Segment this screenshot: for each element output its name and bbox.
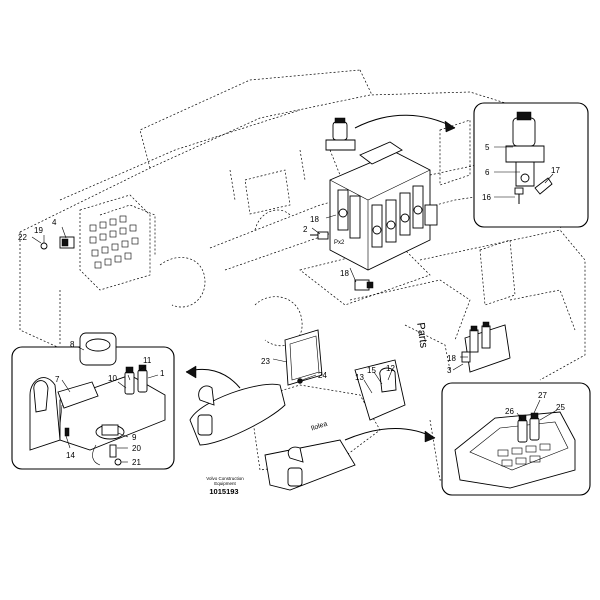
- part-number-7: 7: [55, 375, 60, 384]
- part-number-12: 12: [386, 364, 395, 373]
- cab-floor: [189, 359, 406, 491]
- callout-arrows: [185, 114, 456, 443]
- part-number-10: 10: [108, 374, 117, 383]
- part-number-18a: 18: [310, 215, 319, 224]
- part-number-14: 14: [66, 451, 75, 460]
- part-number-26: 26: [505, 407, 514, 416]
- part-number-5: 5: [485, 143, 490, 152]
- part-number-3: 3: [447, 366, 452, 375]
- part-number-23: 23: [261, 357, 270, 366]
- part-number-25: 25: [556, 403, 565, 412]
- part-number-27: 27: [538, 391, 547, 400]
- detail-box-control-panel: [441, 382, 591, 496]
- leader-lines: [31, 146, 558, 463]
- part-number-22: 22: [18, 233, 27, 242]
- drawing-number: 1015193: [209, 487, 238, 496]
- part-number-8: 8: [70, 340, 75, 349]
- part-number-18c: 18: [447, 354, 456, 363]
- caption-line-1: Volvo Construction: [206, 476, 244, 481]
- part-number-11: 11: [143, 356, 152, 365]
- frame-lettering-parts-frame: Ilolea: [310, 421, 328, 433]
- control-unit: [284, 329, 323, 386]
- detail-box-solenoid: [473, 102, 589, 228]
- part-number-2: 2: [303, 225, 308, 234]
- detail-box-armrest: [11, 332, 175, 470]
- part-number-1: 1: [160, 369, 165, 378]
- part-number-24: 24: [318, 371, 327, 380]
- part-number-17: 17: [551, 166, 560, 175]
- part-number-20: 20: [132, 444, 141, 453]
- part-number-9: 9: [132, 433, 137, 442]
- quantity-mark: Px2: [334, 240, 345, 246]
- part-number-15: 15: [367, 366, 376, 375]
- valve-fittings: [310, 231, 374, 291]
- frame-lettering-parts: Parts: [414, 322, 430, 350]
- part-number-19: 19: [34, 226, 43, 235]
- part-number-13: 13: [355, 373, 364, 382]
- part-number-6: 6: [485, 168, 490, 177]
- part-number-16: 16: [482, 193, 491, 202]
- drawing-caption: Volvo Construction Equipment 1015193: [206, 476, 244, 496]
- main-control-valve: [329, 141, 438, 271]
- part-number-21: 21: [132, 458, 141, 467]
- part-number-18b: 18: [340, 269, 349, 278]
- caption-line-2: Equipment: [214, 481, 236, 486]
- part-number-4: 4: [52, 218, 57, 227]
- solenoid-valve-top: [325, 117, 356, 151]
- right-valve-bracket: [461, 321, 511, 373]
- part-number-labels: 5 6 16 17 4 19 22 18 2 18 18 3 23 24 13 …: [18, 143, 565, 467]
- fuse-relay-box: [40, 194, 151, 291]
